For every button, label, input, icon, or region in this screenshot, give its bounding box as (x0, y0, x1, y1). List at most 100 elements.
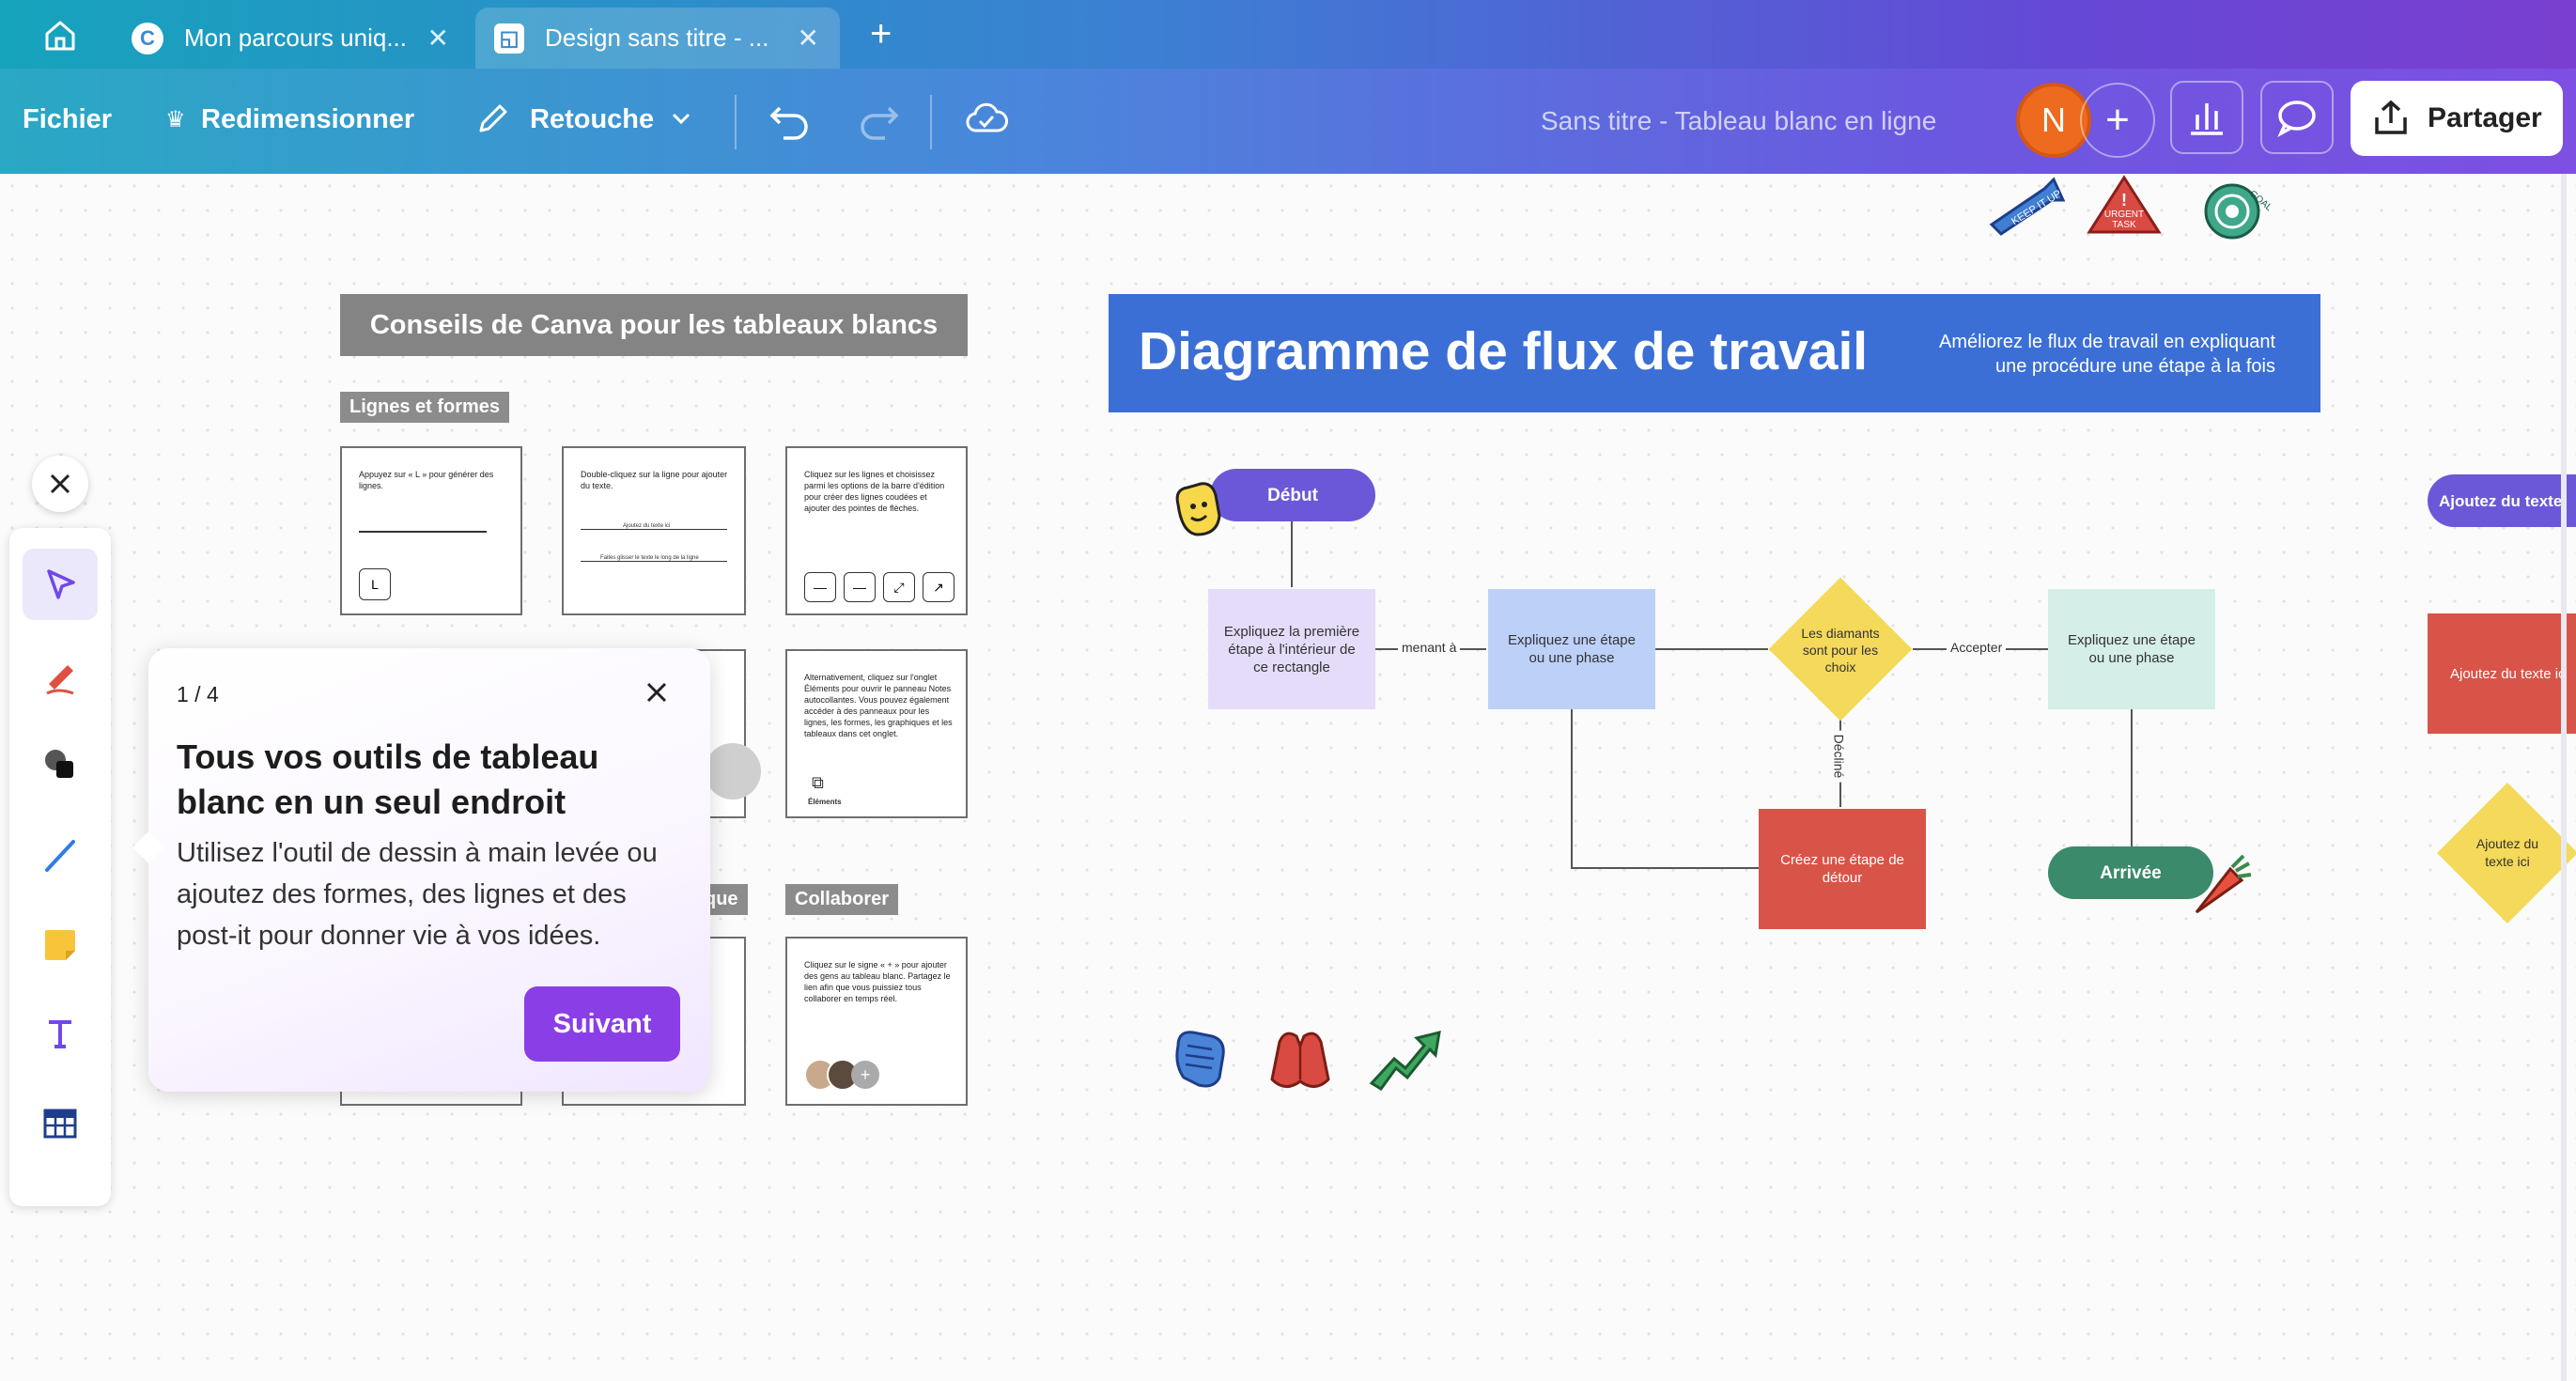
home-icon[interactable] (41, 17, 79, 54)
popup-pointer (132, 831, 164, 863)
table-icon (43, 1109, 77, 1139)
diagonal-arrow-icon: ⤢ (883, 572, 915, 602)
shape-sample (705, 743, 761, 799)
share-icon (2375, 100, 2407, 134)
fist-bump-sticker[interactable] (1165, 1023, 1236, 1099)
carrot-sticker[interactable] (2187, 850, 2255, 924)
tips-title: Conseils de Canva pour les tableaux blan… (340, 294, 968, 356)
marker-icon (46, 665, 74, 695)
connector (2131, 709, 2133, 846)
tab-label: Design sans titre - ... (545, 23, 769, 52)
tab-label: Mon parcours uniq... (184, 23, 408, 52)
tip-card-1[interactable]: Appuyez sur « L » pour générer des ligne… (340, 446, 522, 615)
canva-logo-icon: C (132, 22, 163, 54)
vertical-scrollbar[interactable] (2561, 174, 2567, 1381)
chevron-down-icon[interactable] (669, 106, 693, 135)
sticky-note-icon (45, 930, 75, 960)
decision-label: Les diamants sont pour les choix (1801, 626, 1880, 675)
line-tool-button[interactable] (23, 819, 98, 891)
svg-text:URGENT: URGENT (2104, 209, 2144, 220)
editor-toolbar: Fichier ♛ Redimensionner Retouche Sans t… (0, 69, 2576, 174)
trending-arrow-sticker[interactable] (1368, 1027, 1443, 1097)
collaborator-avatars: + (804, 1059, 879, 1091)
crown-icon: ♛ (165, 107, 186, 132)
cursor-icon (47, 569, 75, 599)
share-button[interactable]: Partager (2351, 81, 2563, 156)
elbow-arrow-icon: ↗ (923, 572, 954, 602)
table-tool-button[interactable] (23, 1088, 98, 1159)
sticky-note-tool-button[interactable] (23, 909, 98, 981)
tab-mon-parcours[interactable]: C Mon parcours uniq... ✕ (113, 8, 470, 69)
popup-title: Tous vos outils de tableau blanc en un s… (177, 737, 599, 821)
connector-label: Décliné (1831, 730, 1847, 783)
step1-node[interactable]: Expliquez la première étape à l'intérieu… (1208, 589, 1375, 709)
connector (1571, 867, 1759, 869)
comments-button[interactable] (2260, 81, 2334, 154)
flow-banner[interactable]: Diagramme de flux de travail Améliorez l… (1109, 294, 2320, 412)
end-node[interactable]: Arrivée (2048, 846, 2213, 899)
tip-card-2[interactable]: Double-cliquez sur la ligne pour ajouter… (562, 446, 746, 615)
close-icon (646, 682, 667, 703)
tip-card-4[interactable]: Alternativement, cliquez sur l'onglet Él… (785, 649, 968, 818)
popup-counter: 1 / 4 (177, 682, 219, 706)
connector (1291, 521, 1293, 587)
divider (735, 95, 737, 149)
section-lines-shapes: Lignes et formes (340, 392, 510, 423)
step3-node[interactable]: Expliquez une étape ou une phase (2048, 589, 2215, 709)
tip-card-3[interactable]: Cliquez sur les lignes et choisissez par… (785, 446, 968, 615)
tab-design-sans-titre[interactable]: ◱ Design sans titre - ... ✕ (475, 8, 840, 69)
new-tab-button[interactable]: + (870, 13, 892, 54)
close-icon (50, 473, 70, 494)
whiteboard-icon: ◱ (494, 23, 524, 54)
close-tab-icon[interactable]: ✕ (427, 23, 449, 53)
key-l-badge: L (359, 568, 391, 600)
whiteboard-tool-sidebar (9, 528, 111, 1206)
text-tool-button[interactable] (23, 998, 98, 1069)
line-icon (45, 840, 75, 872)
close-tab-icon[interactable]: ✕ (797, 23, 819, 53)
cloud-saved-icon[interactable] (964, 97, 1009, 147)
subtitle-line: Améliorez le flux de travail en expliqua… (1939, 332, 2275, 352)
insights-button[interactable] (2170, 81, 2243, 154)
add-collaborator-button[interactable]: + (2080, 83, 2155, 158)
text-icon (49, 1020, 71, 1048)
elements-icon: ⧉ (812, 773, 824, 792)
step2-node[interactable]: Expliquez une étape ou une phase (1488, 589, 1655, 709)
waving-hand-sticker[interactable] (1165, 476, 1233, 545)
avatar[interactable]: N (2016, 83, 2091, 158)
tip-card-text: Appuyez sur « L » pour générer des ligne… (359, 470, 494, 490)
straight-line-icon: — (844, 572, 876, 602)
right-diamond-label: Ajoutez du texte ici (2475, 836, 2539, 869)
popup-body: Utilisez l'outil de dessin à main levée … (177, 838, 658, 951)
file-menu[interactable]: Fichier (23, 104, 113, 134)
keep-it-up-sticker[interactable]: KEEP IT UP (1988, 176, 2067, 241)
detour-node[interactable]: Créez une étape de détour (1759, 809, 1926, 929)
shapes-tool-button[interactable] (23, 729, 98, 800)
redo-icon[interactable] (857, 101, 900, 147)
right-rect-node[interactable]: Ajoutez du texte ic (2428, 613, 2576, 734)
goal-met-sticker[interactable]: GOAL (2195, 178, 2274, 246)
browser-tab-bar: C Mon parcours uniq... ✕ ◱ Design sans t… (0, 0, 2576, 69)
section-collaborate: Collaborer (785, 884, 899, 915)
resize-button[interactable]: Redimensionner (201, 104, 415, 134)
high-five-sticker[interactable] (1263, 1023, 1338, 1099)
svg-text:!: ! (2121, 191, 2127, 209)
straight-line-icon: — (804, 572, 836, 602)
divider (930, 95, 932, 149)
document-title[interactable]: Sans titre - Tableau blanc en ligne (1541, 106, 1937, 135)
popup-close-button[interactable] (644, 680, 669, 709)
next-button[interactable]: Suivant (524, 986, 680, 1062)
undo-icon[interactable] (768, 101, 812, 147)
start-node[interactable]: Début (1210, 469, 1375, 521)
sample-line-label (581, 529, 727, 530)
right-pill-node[interactable]: Ajoutez du texte (2428, 474, 2576, 527)
tip-card-6[interactable]: Cliquez sur le signe « + » pour ajouter … (785, 937, 968, 1106)
connector (1653, 648, 1768, 650)
draw-tool-button[interactable] (23, 641, 98, 712)
edit-menu[interactable]: Retouche (530, 104, 655, 134)
select-tool-button[interactable] (23, 549, 98, 620)
close-tools-button[interactable] (32, 456, 88, 512)
bar-chart-icon (2191, 103, 2223, 135)
